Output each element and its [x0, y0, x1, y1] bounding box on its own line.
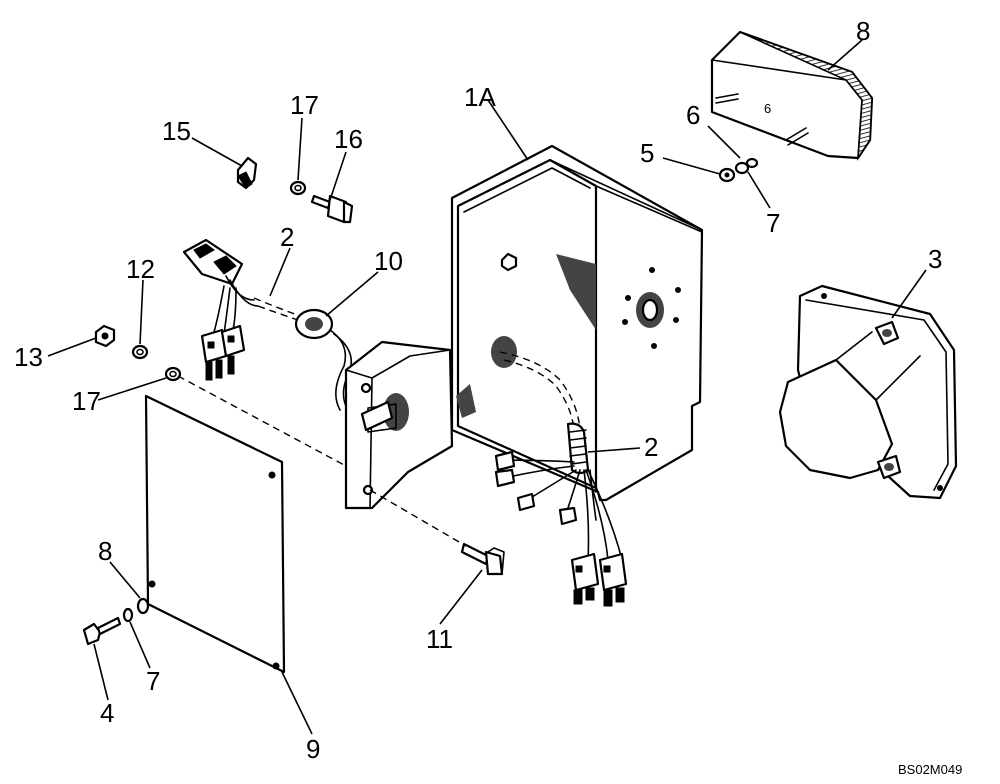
- cover-plate-part-9: [144, 394, 286, 674]
- callout-4: 4: [100, 698, 114, 728]
- mounting-bracket: [344, 340, 454, 510]
- callout-2-right: 2: [644, 432, 658, 462]
- callout-8-top: 8: [856, 16, 870, 46]
- callout-1A: 1A: [464, 82, 496, 112]
- washer-part-17-top: [289, 180, 307, 196]
- leader-lines: [47, 39, 927, 735]
- callout-15: 15: [162, 116, 191, 146]
- clip-part-15: [236, 156, 258, 190]
- callout-17-left: 17: [72, 386, 101, 416]
- callout-13: 13: [14, 342, 43, 372]
- harness-part-2-lower: [360, 351, 628, 607]
- callout-11: 11: [426, 624, 453, 654]
- figure-code: BS02M049: [898, 762, 962, 777]
- callout-12: 12: [126, 254, 155, 284]
- callout-16: 16: [334, 124, 363, 154]
- housing-part-1A: [450, 144, 704, 502]
- callout-labels: 8 6 5 7 1A 15 17 16 2 10 12 13 17 2 3 11…: [14, 16, 942, 764]
- callout-7-left: 7: [146, 666, 160, 696]
- callout-9: 9: [306, 734, 320, 764]
- nut-washer-parts-5-6-7: [718, 157, 759, 183]
- bolt-part-11: [460, 542, 505, 576]
- nut-part-13: [94, 324, 116, 348]
- bolt-part-4: [82, 616, 122, 646]
- callout-10: 10: [374, 246, 403, 276]
- washer-part-8-left: [136, 597, 150, 615]
- grommet-part-10: [294, 308, 353, 411]
- callout-2-upper: 2: [280, 222, 294, 252]
- lens-cover-part-3: [778, 284, 958, 500]
- bolt-part-16: [310, 194, 354, 224]
- callout-7-right: 7: [766, 208, 780, 238]
- alignment-line-lower: [369, 489, 467, 547]
- washer-part-12: [131, 344, 149, 360]
- callout-8-left: 8: [98, 536, 112, 566]
- alignment-line-upper: [177, 375, 347, 467]
- callout-6: 6: [686, 100, 700, 130]
- harness-part-2-upper: [182, 238, 301, 381]
- callout-5: 5: [640, 138, 654, 168]
- washer-part-7-left: [122, 607, 134, 623]
- lamp-marking: 6: [764, 101, 771, 116]
- washer-part-17-left: [164, 366, 182, 382]
- callout-17-top: 17: [290, 90, 319, 120]
- rear-lamp-part-8: 6: [710, 30, 874, 161]
- callout-3: 3: [928, 244, 942, 274]
